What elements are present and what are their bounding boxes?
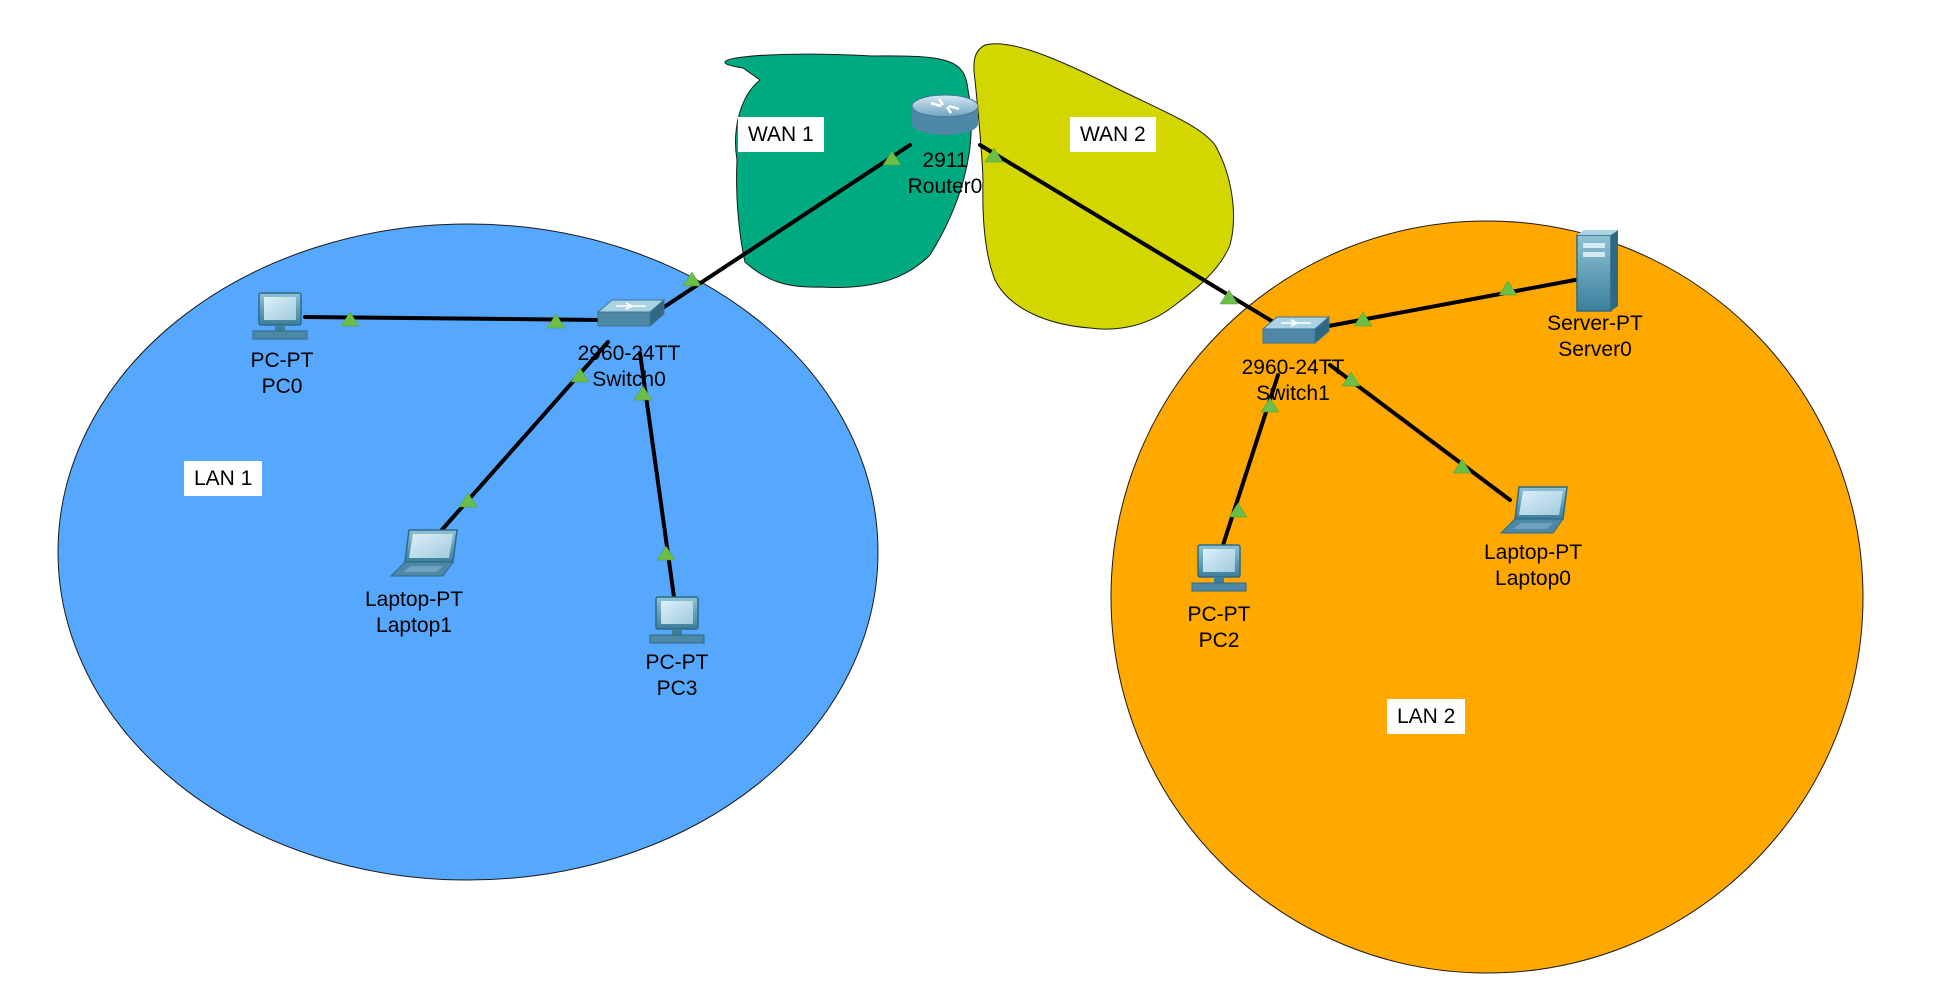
pc3-name: PC3	[656, 676, 698, 700]
port-indicator	[1452, 458, 1472, 474]
wan1-zone	[724, 53, 972, 288]
wan2-label: WAN 2	[1070, 117, 1156, 153]
laptop1-name: Laptop1	[376, 613, 452, 637]
switch1-label: 2960-24TT Switch1	[1242, 355, 1345, 406]
pc-icon	[1191, 544, 1247, 592]
pc2-device[interactable]	[1191, 544, 1247, 592]
lan1-label: LAN 1	[184, 461, 263, 497]
switch0-model: 2960-24TT	[577, 342, 681, 365]
link-router0-switch1[interactable]	[978, 143, 1277, 325]
pc0-label: PC-PT PC0	[251, 348, 314, 399]
laptop1-model: Laptop-PT	[364, 588, 464, 611]
wan1-label: WAN 1	[738, 117, 824, 153]
pc2-name: PC2	[1198, 628, 1240, 652]
switch0-device[interactable]	[596, 298, 666, 328]
laptop1-device[interactable]	[389, 529, 458, 577]
pc2-label: PC-PT PC2	[1188, 602, 1251, 653]
router-icon	[911, 94, 979, 135]
server0-model: Server-PT	[1547, 312, 1643, 335]
switch1-name: Switch1	[1256, 381, 1330, 405]
port-indicator	[656, 545, 676, 561]
server0-device[interactable]	[1576, 230, 1618, 312]
port-indicator	[340, 311, 360, 327]
server-icon	[1576, 230, 1618, 312]
pc0-model: PC-PT	[250, 349, 314, 372]
port-indicators	[340, 147, 1518, 561]
port-indicator	[1260, 397, 1280, 413]
port-indicator	[633, 385, 653, 401]
port-indicator	[682, 271, 702, 287]
server0-label: Server-PT Server0	[1547, 311, 1643, 362]
port-indicator	[1498, 280, 1518, 296]
laptop-icon	[389, 529, 458, 577]
switch1-model: 2960-24TT	[1241, 356, 1345, 379]
port-indicator	[1219, 289, 1239, 305]
pc3-model: PC-PT	[645, 651, 709, 674]
lan1-zone	[57, 223, 879, 881]
router0-device[interactable]	[911, 94, 979, 135]
port-indicator	[458, 492, 478, 508]
pc3-device[interactable]	[649, 596, 705, 644]
port-indicator	[546, 313, 566, 329]
laptop0-model: Laptop-PT	[1483, 541, 1583, 564]
pc-icon	[649, 596, 705, 644]
server0-name: Server0	[1558, 337, 1632, 361]
lan2-label: LAN 2	[1387, 699, 1466, 735]
laptop1-label: Laptop-PT Laptop1	[365, 587, 463, 638]
switch-icon	[596, 298, 666, 328]
switch-icon	[1261, 315, 1331, 345]
pc3-label: PC-PT PC3	[646, 650, 709, 701]
laptop0-label: Laptop-PT Laptop0	[1484, 540, 1582, 591]
link-switch1-laptop0[interactable]	[1328, 363, 1512, 502]
pc-icon	[252, 292, 308, 340]
port-indicator	[1353, 311, 1373, 327]
switch0-label: 2960-24TT Switch0	[578, 341, 681, 392]
port-indicator	[882, 150, 902, 166]
pc2-model: PC-PT	[1187, 603, 1251, 626]
switch1-device[interactable]	[1261, 315, 1331, 345]
laptop-icon	[1499, 486, 1568, 534]
port-indicator	[570, 367, 590, 383]
switch0-name: Switch0	[592, 367, 666, 391]
pc0-device[interactable]	[252, 292, 308, 340]
router0-model: 2911	[922, 149, 968, 172]
laptop0-name: Laptop0	[1495, 566, 1571, 590]
port-indicator	[1341, 371, 1361, 387]
router0-label: 2911 Router0	[908, 148, 983, 199]
router0-name: Router0	[907, 174, 983, 198]
laptop0-device[interactable]	[1499, 486, 1568, 534]
port-indicator	[984, 147, 1004, 163]
lan2-zone	[1110, 220, 1864, 974]
port-indicator	[1228, 502, 1248, 518]
pc0-name: PC0	[261, 374, 303, 398]
wan2-zone	[973, 43, 1234, 330]
